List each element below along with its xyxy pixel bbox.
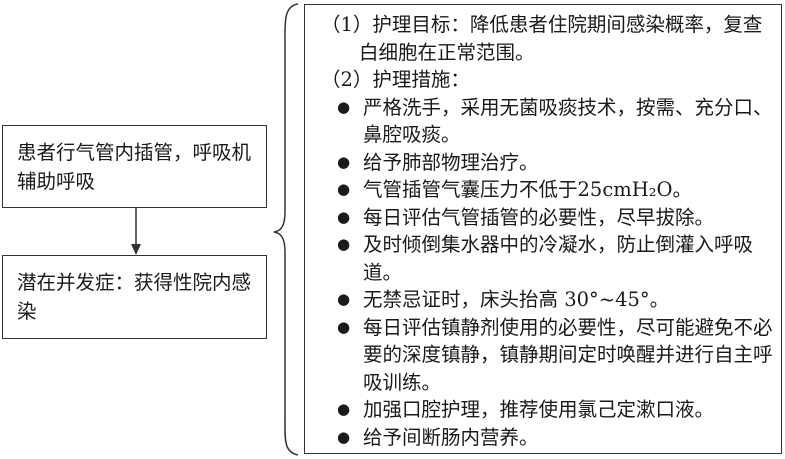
measure-text: 给予肺部物理治疗。 — [363, 150, 539, 174]
measure-text: 每日评估镇静剂使用的必要性，尽可能避免不必要的深度镇静，镇静期间定时唤醒并进行自… — [363, 315, 773, 394]
curly-brace — [273, 3, 299, 456]
measure-text: 给予间断肠内营养。 — [363, 425, 539, 449]
complication-box: 潜在并发症：获得性院内感染 — [2, 255, 267, 339]
measure-item: ● 每日评估镇静剂使用的必要性，尽可能避免不必要的深度镇静，镇静期间定时唤醒并进… — [321, 314, 773, 397]
care-goal: （1）护理目标：降低患者住院期间感染概率，复查白细胞在正常范围。 — [321, 13, 763, 64]
bullet-icon: ● — [337, 317, 351, 336]
bullet-icon: ● — [337, 427, 351, 446]
measure-text: 及时倾倒集水器中的冷凝水，防止倒灌入呼吸道。 — [363, 233, 754, 284]
condition-text: 患者行气管内插管，呼吸机辅助呼吸 — [17, 141, 252, 193]
measure-item: ● 及时倾倒集水器中的冷凝水，防止倒灌入呼吸道。 — [321, 231, 773, 286]
bullet-icon: ● — [337, 207, 351, 226]
complication-text: 潜在并发症：获得性院内感染 — [17, 271, 252, 323]
measure-item: ● 严格洗手，采用无菌吸痰技术，按需、充分口、鼻腔吸痰。 — [321, 94, 773, 149]
measure-item: ● 无禁忌证时，床头抬高 30°~45°。 — [321, 286, 773, 314]
measure-text: 严格洗手，采用无菌吸痰技术，按需、充分口、鼻腔吸痰。 — [363, 95, 773, 147]
measures-list: ● 严格洗手，采用无菌吸痰技术，按需、充分口、鼻腔吸痰。 ● 给予肺部物理治疗。… — [321, 94, 773, 452]
measure-text: 无禁忌证时，床头抬高 30°~45°。 — [363, 288, 670, 311]
flow-arrow-head — [131, 244, 141, 255]
bullet-icon: ● — [337, 400, 351, 418]
bullet-icon: ● — [337, 180, 351, 198]
bullet-icon: ● — [337, 97, 351, 116]
measure-item: ● 加强口腔护理，推荐使用氯己定漱口液。 — [321, 396, 773, 424]
measure-item: ● 给予肺部物理治疗。 — [321, 149, 773, 177]
condition-box: 患者行气管内插管，呼吸机辅助呼吸 — [2, 125, 267, 208]
care-plan-box: （1）护理目标：降低患者住院期间感染概率，复查白细胞在正常范围。 （2）护理措施… — [304, 4, 782, 454]
bullet-icon: ● — [337, 152, 351, 171]
measures-heading: （2）护理措施： — [321, 68, 470, 91]
measure-item: ● 每日评估气管插管的必要性，尽早拔除。 — [321, 204, 773, 232]
measure-text: 气管插管气囊压力不低于25cmH₂O。 — [363, 178, 693, 201]
bullet-icon: ● — [337, 235, 351, 253]
measure-item: ● 给予间断肠内营养。 — [321, 424, 773, 452]
measure-item: ● 气管插管气囊压力不低于25cmH₂O。 — [321, 176, 773, 204]
measure-text: 每日评估气管插管的必要性，尽早拔除。 — [363, 205, 715, 229]
bullet-icon: ● — [337, 290, 351, 308]
measure-text: 加强口腔护理，推荐使用氯己定漱口液。 — [363, 398, 715, 421]
